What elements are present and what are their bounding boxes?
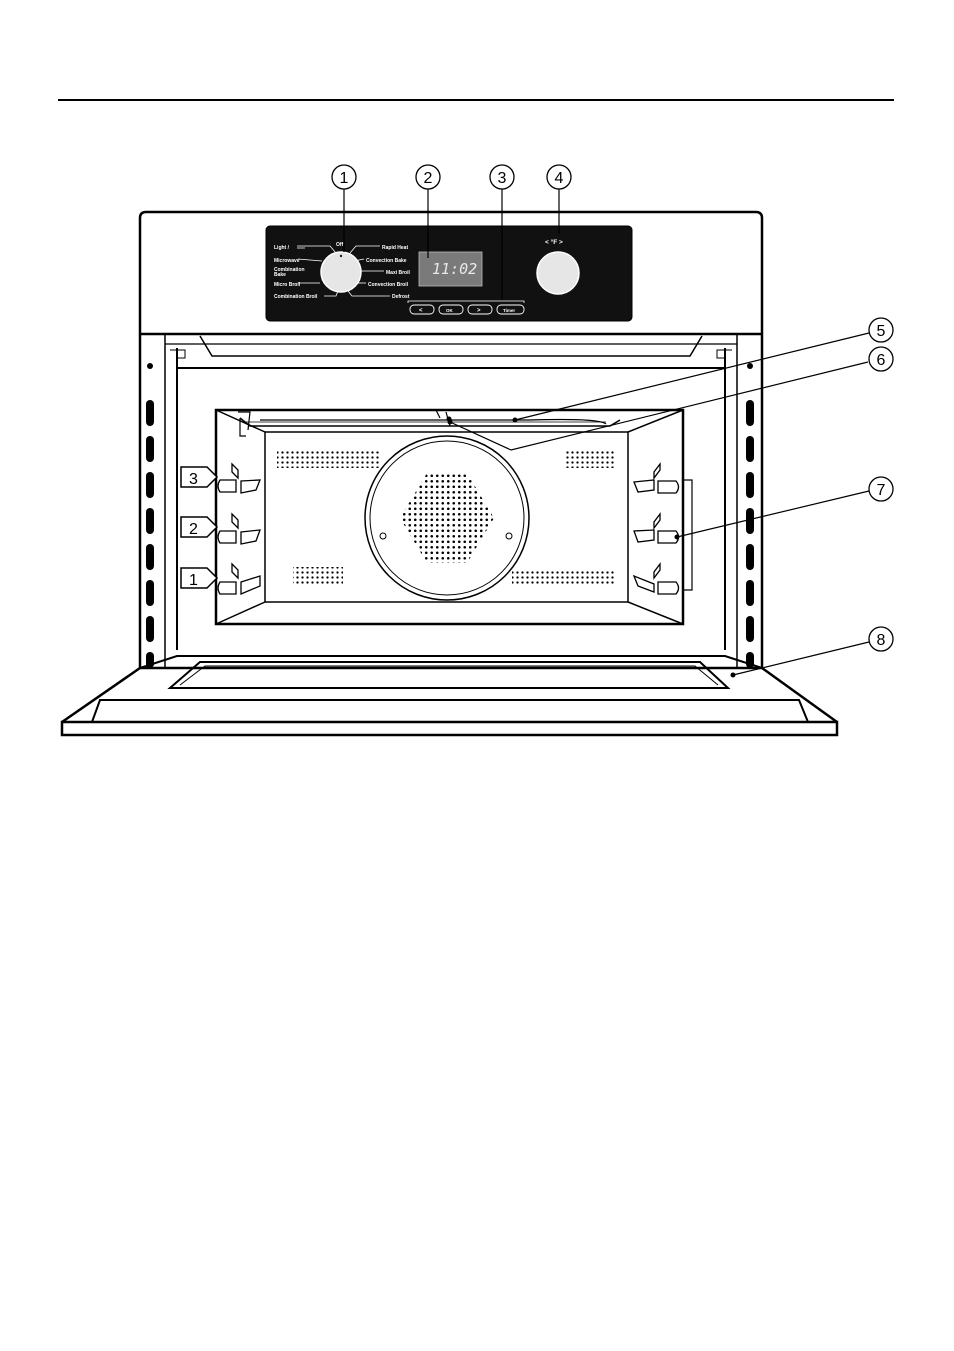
display-time: 11:02 bbox=[432, 260, 477, 278]
selector-maxi-broil-label: Maxi Broil bbox=[386, 270, 411, 276]
door-seal-slots-left bbox=[146, 363, 154, 668]
selector-light-label: Light / bbox=[274, 245, 290, 251]
selector-combination-broil-label: Combination Broil bbox=[274, 294, 318, 300]
selector-defrost-label: Defrost bbox=[392, 294, 410, 300]
callout-2-label: 2 bbox=[424, 170, 433, 187]
shelf-tag-3 bbox=[181, 467, 217, 487]
broil-element bbox=[260, 410, 606, 426]
selector-bake-label: Bake bbox=[274, 272, 286, 278]
left-button-label: < bbox=[419, 308, 423, 314]
callout-4-label: 4 bbox=[555, 170, 564, 187]
callout-6-label: 6 bbox=[877, 352, 886, 369]
left-shelf-runners bbox=[218, 464, 260, 594]
ok-button-label: OK bbox=[446, 308, 454, 313]
temperature-label: < °F > bbox=[545, 238, 563, 246]
temperature-knob[interactable] bbox=[537, 252, 579, 294]
shelf-tag-1-label: 1 bbox=[189, 572, 198, 589]
selector-micro-broil-label: Micro Broil bbox=[274, 282, 301, 288]
selector-off-label: Off bbox=[336, 242, 344, 248]
shelf-tag-2 bbox=[181, 517, 217, 537]
callout-1-label: 1 bbox=[340, 170, 349, 187]
vent-upper-right bbox=[566, 449, 616, 468]
door-seal-slots-right bbox=[746, 363, 754, 668]
callout-3-label: 3 bbox=[498, 170, 507, 187]
callout-5-label: 5 bbox=[877, 323, 886, 340]
callout-8-label: 8 bbox=[877, 632, 886, 649]
selector-microwave-label: Microwave bbox=[274, 258, 300, 264]
oven-door bbox=[62, 656, 837, 735]
selector-convection-broil-label: Convection Broil bbox=[368, 282, 409, 288]
convection-fan-cover bbox=[365, 436, 529, 600]
knob-indicator-dot bbox=[340, 255, 342, 257]
vent-lower-left bbox=[293, 567, 343, 586]
shelf-tag-1 bbox=[181, 568, 217, 588]
right-button-label: > bbox=[477, 308, 481, 314]
function-selector-knob[interactable] bbox=[321, 252, 361, 292]
shelf-level-tags: 3 2 1 bbox=[181, 467, 217, 589]
shelf-tag-3-label: 3 bbox=[189, 471, 198, 488]
callout-7-label: 7 bbox=[877, 482, 886, 499]
timer-button-label: Timer bbox=[503, 308, 515, 313]
vent-upper-left bbox=[277, 449, 381, 468]
vent-lower-right bbox=[512, 570, 616, 586]
selector-convection-bake-label: Convection Bake bbox=[366, 258, 407, 264]
selector-rapid-heat-label: Rapid Heat bbox=[382, 245, 408, 251]
shelf-tag-2-label: 2 bbox=[189, 521, 198, 538]
